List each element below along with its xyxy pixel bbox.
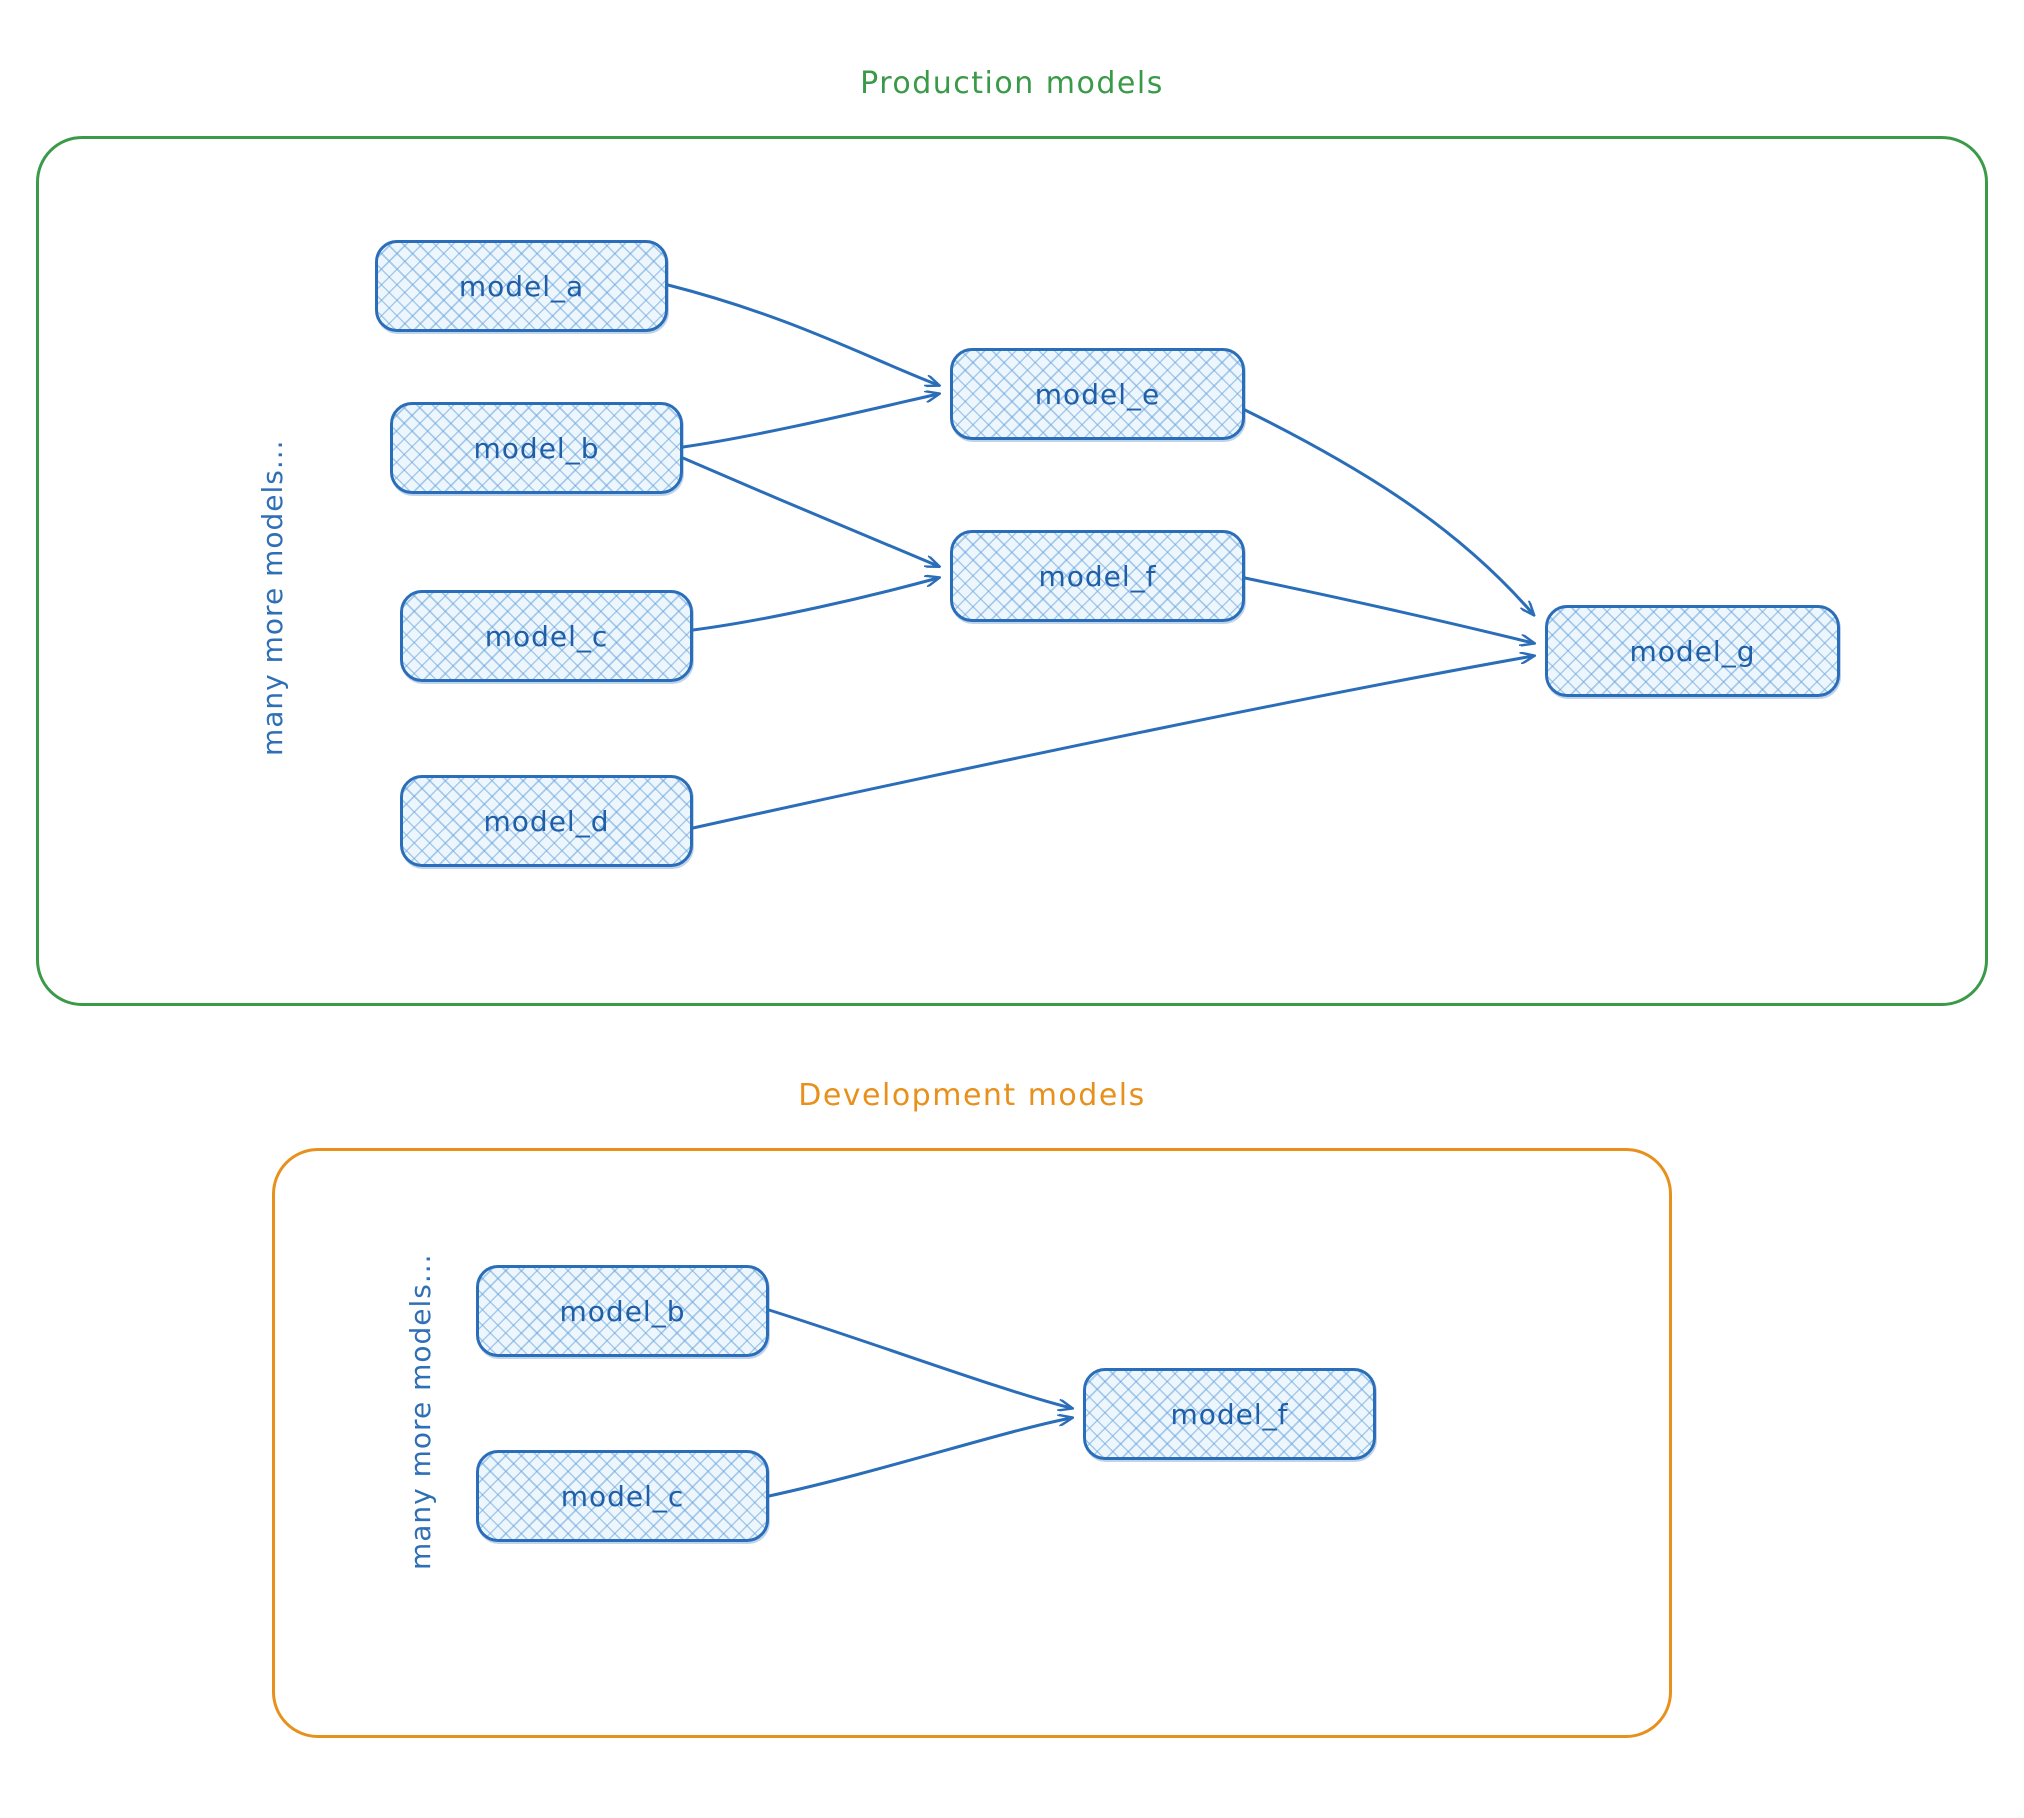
node-model-e[interactable]: model_e <box>950 348 1245 440</box>
node-model-c[interactable]: model_c <box>400 590 693 682</box>
node-label: model_f <box>1170 1397 1289 1431</box>
development-group-title: Development models <box>798 1078 1146 1113</box>
node-label: model_d <box>483 804 610 838</box>
node-label: model_a <box>458 269 585 303</box>
node-dev-model-f[interactable]: model_f <box>1083 1368 1376 1460</box>
node-model-a[interactable]: model_a <box>375 240 668 332</box>
node-label: model_b <box>559 1294 686 1328</box>
production-many-more-models-label: many more models... <box>256 439 289 756</box>
node-dev-model-c[interactable]: model_c <box>476 1450 769 1542</box>
node-label: model_f <box>1038 559 1157 593</box>
node-dev-model-b[interactable]: model_b <box>476 1265 769 1357</box>
node-label: model_c <box>484 619 609 653</box>
development-many-more-models-label: many more models... <box>404 1253 437 1570</box>
node-model-f[interactable]: model_f <box>950 530 1245 622</box>
node-model-g[interactable]: model_g <box>1545 605 1840 697</box>
node-label: model_c <box>560 1479 685 1513</box>
development-group-container <box>272 1148 1672 1738</box>
node-label: model_b <box>473 431 600 465</box>
node-model-d[interactable]: model_d <box>400 775 693 867</box>
production-group-title: Production models <box>860 66 1164 101</box>
node-label: model_g <box>1629 634 1756 668</box>
production-group-container <box>36 136 1988 1006</box>
node-model-b[interactable]: model_b <box>390 402 683 494</box>
node-label: model_e <box>1034 377 1161 411</box>
